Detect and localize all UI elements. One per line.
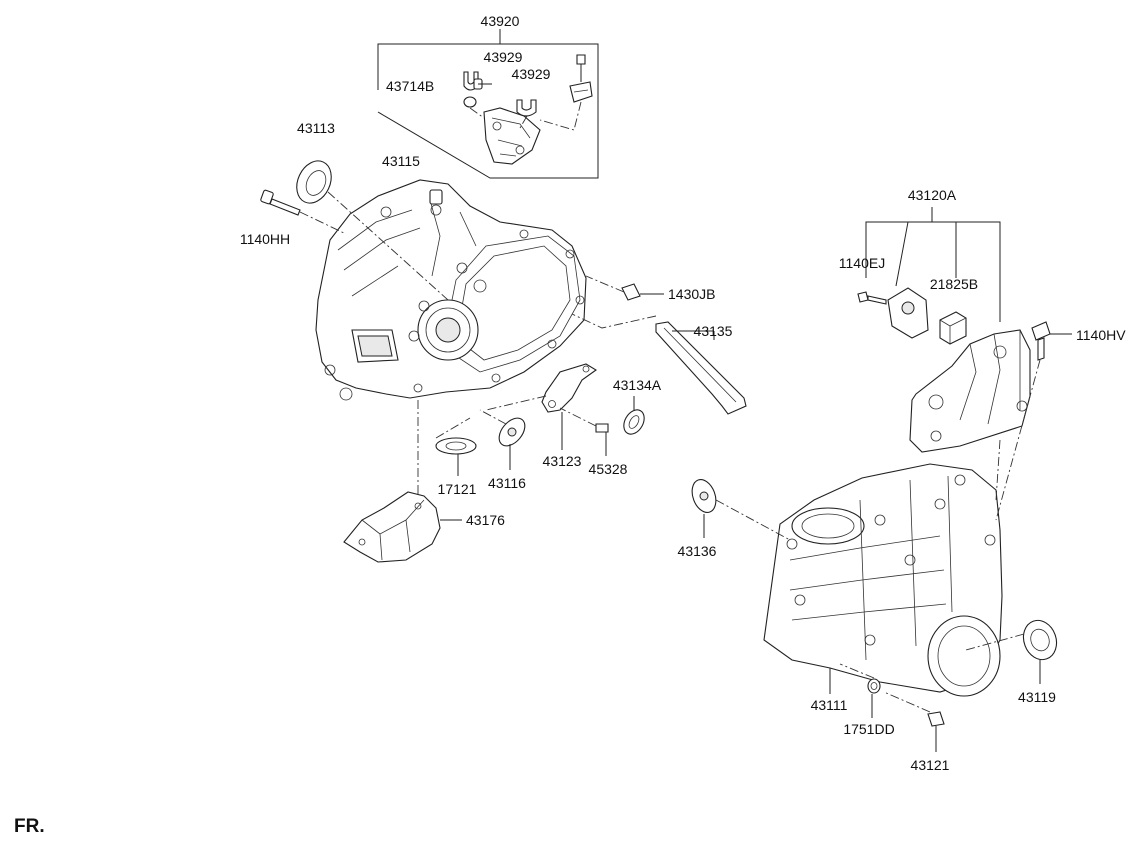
- label-1751DD: 1751DD: [843, 721, 894, 737]
- mount-bracket-43176: [343, 398, 462, 563]
- label-43929-upper: 43929: [484, 49, 523, 65]
- plate-43123: [485, 363, 598, 450]
- label-43176: 43176: [466, 512, 505, 528]
- label-1140HV: 1140HV: [1076, 327, 1126, 343]
- label-45328: 45328: [589, 461, 628, 477]
- oil-seal-43113: [296, 160, 449, 301]
- front-direction-label: FR.: [14, 816, 45, 837]
- washer-43136: [691, 479, 791, 541]
- seal-17121: [435, 417, 477, 476]
- label-43120A: 43120A: [908, 187, 957, 203]
- label-43714B: 43714B: [386, 78, 434, 94]
- seal-43119: [965, 619, 1058, 684]
- callout-labels: 43920 43929 43929 43714B 43113 43115 114…: [14, 13, 1126, 837]
- dowel-pin-1430JB: [585, 275, 664, 301]
- label-43119: 43119: [1018, 689, 1056, 705]
- label-43123: 43123: [543, 453, 582, 469]
- shift-bracket-assembly: [377, 29, 599, 179]
- bolt-1140HH: [260, 189, 347, 235]
- label-43111: 43111: [811, 697, 848, 713]
- label-1140HH: 1140HH: [240, 231, 290, 247]
- seal-43134A: [623, 396, 645, 435]
- clutch-housing: [315, 179, 587, 401]
- label-43113: 43113: [297, 120, 335, 136]
- label-21825B: 21825B: [930, 276, 978, 292]
- label-43115: 43115: [382, 153, 420, 169]
- label-1430JB: 1430JB: [668, 286, 715, 302]
- bolt-45328: [559, 407, 609, 456]
- label-43135: 43135: [694, 323, 733, 339]
- label-43929-lower: 43929: [512, 66, 551, 82]
- label-43116: 43116: [488, 475, 526, 491]
- plug-43121: [883, 691, 945, 752]
- label-43134A: 43134A: [613, 377, 662, 393]
- label-43136: 43136: [678, 543, 717, 559]
- rail-43135: [571, 313, 747, 415]
- label-43920: 43920: [481, 13, 520, 29]
- mount-assembly-43120A: [857, 207, 1072, 521]
- label-17121: 17121: [438, 481, 477, 497]
- label-1140EJ: 1140EJ: [839, 255, 885, 271]
- washer-43116: [479, 409, 526, 470]
- gasket-1751DD: [839, 663, 881, 718]
- transmission-case: [763, 463, 1003, 697]
- label-43121: 43121: [911, 757, 950, 773]
